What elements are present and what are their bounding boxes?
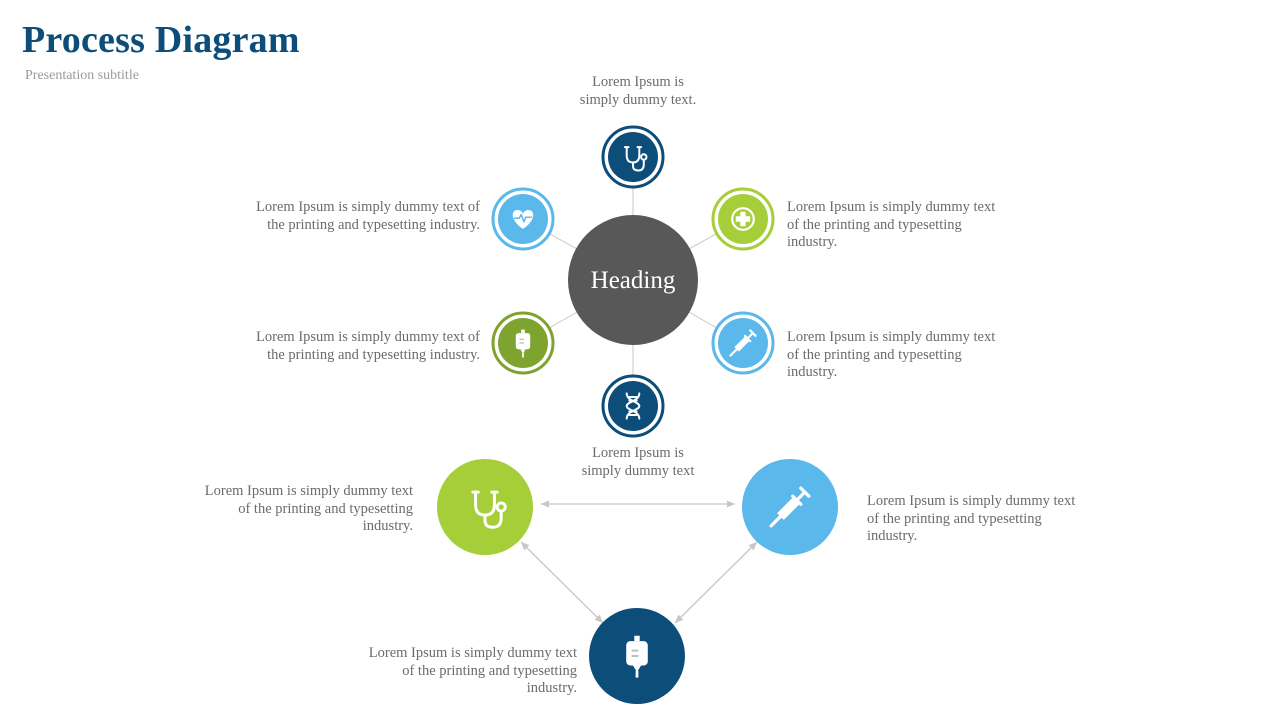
text-line: Lorem Ipsum is: [592, 445, 684, 461]
text-line: of the printing and typesetting: [402, 662, 577, 679]
text-line: Lorem Ipsum is simply dummy text of: [256, 199, 480, 215]
arrow-left-bottom: [520, 541, 604, 624]
text-line: of the printing and typesetting: [787, 346, 962, 363]
syringe-icon: [769, 486, 811, 528]
iv-bag-icon: [515, 329, 531, 358]
page-title: Process Diagram: [22, 19, 300, 61]
heart-rate-icon: [512, 210, 534, 229]
text-line: industry.: [787, 364, 838, 380]
text-line: of the printing and typesetting: [787, 216, 962, 233]
stethoscope-icon: [623, 146, 648, 172]
text-line: industry.: [362, 518, 413, 534]
satellite-node-lower-right: [711, 311, 775, 375]
text-line: simply dummy text: [581, 462, 695, 479]
cycle-node-cycle-bottom: [589, 608, 685, 704]
text-line: industry.: [526, 680, 577, 696]
medical-cross-icon: [731, 207, 755, 231]
text-line: of the printing and typesetting: [238, 500, 413, 517]
cycle-node-cycle-left: [437, 459, 533, 555]
text-line: industry.: [867, 528, 918, 544]
cycle-node-cycle-right: [742, 459, 838, 555]
iv-bag-icon: [626, 635, 648, 678]
stethoscope-icon: [471, 490, 507, 529]
syringe-icon: [729, 329, 757, 357]
text-line: simply dummy text.: [579, 91, 697, 108]
page-subtitle: Presentation subtitle: [25, 68, 139, 83]
satellite-node-bottom: [601, 374, 665, 438]
satellite-node-upper-right: [711, 187, 775, 251]
text-line: industry.: [787, 234, 838, 250]
text-line: Lorem Ipsum is: [592, 74, 684, 90]
text-line: Lorem Ipsum is simply dummy text: [368, 645, 577, 661]
text-line: Lorem Ipsum is simply dummy text: [867, 493, 1076, 509]
text-line: of the printing and typesetting: [867, 510, 1042, 527]
dna-icon: [625, 392, 641, 420]
text-line: the printing and typesetting industry.: [267, 346, 480, 363]
text-line: Lorem Ipsum is simply dummy text of: [256, 329, 480, 345]
hub-label: Heading: [591, 267, 676, 294]
satellite-node-lower-left: [491, 311, 555, 375]
hub-circle: [568, 215, 698, 345]
text-line: the printing and typesetting industry.: [267, 216, 480, 233]
text-line: Lorem Ipsum is simply dummy text: [787, 199, 996, 215]
arrow-right-bottom: [674, 541, 758, 624]
satellite-node-upper-left: [491, 187, 555, 251]
text-line: Lorem Ipsum is simply dummy text: [787, 329, 996, 345]
satellite-node-top: [601, 125, 665, 189]
text-line: Lorem Ipsum is simply dummy text: [204, 483, 413, 499]
